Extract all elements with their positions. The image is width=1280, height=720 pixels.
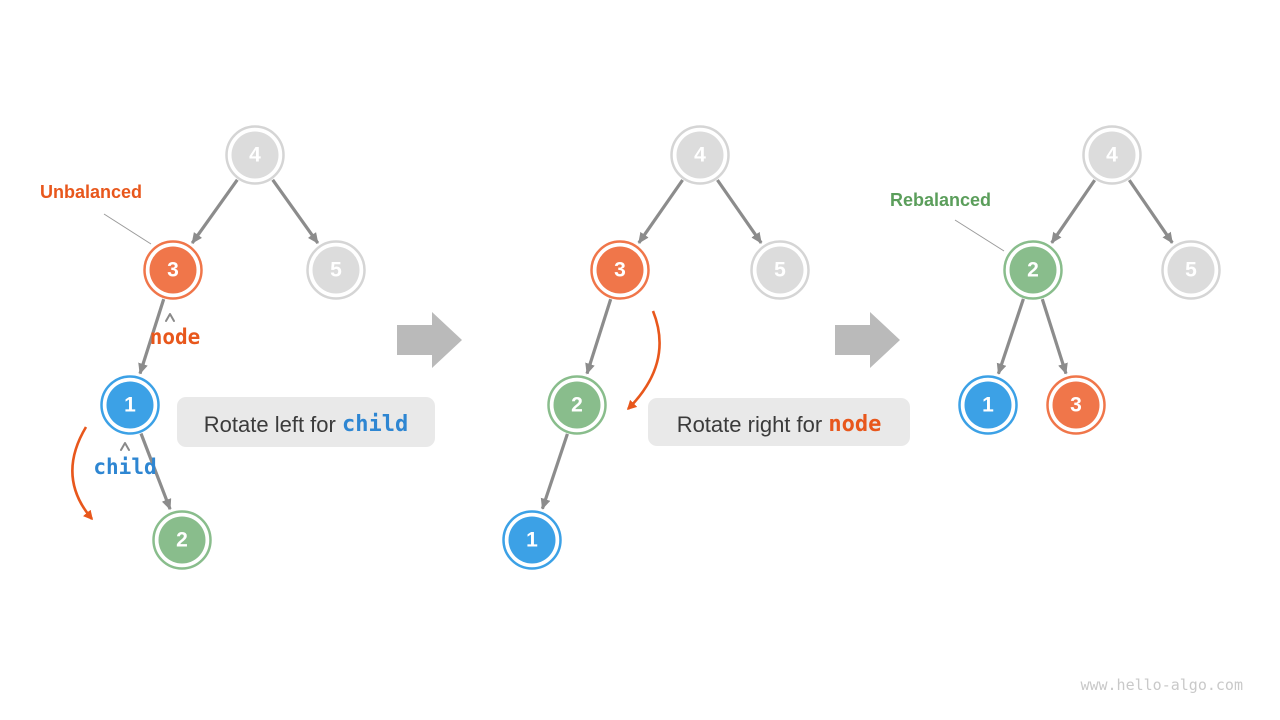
- caption-text: Rotate left for child: [204, 412, 408, 437]
- node-value: 5: [774, 259, 786, 282]
- tree1-node-1: 1: [100, 375, 160, 435]
- caption-box: [177, 397, 435, 447]
- node-circle-fill: [1009, 246, 1057, 294]
- tree2-edge-2-1: [540, 433, 569, 510]
- tree3-edge-4-5: [1127, 179, 1174, 244]
- step-arrow-icon: [397, 312, 462, 368]
- tree3-node-2: 2: [1003, 240, 1063, 300]
- tree1-node-4: 4: [225, 125, 285, 185]
- tree2-node-1: 1: [502, 510, 562, 570]
- leader-line-unbalanced: [103, 213, 152, 245]
- step-arrow-icon: [835, 312, 900, 368]
- node-circle-fill: [106, 381, 154, 429]
- node-value: 3: [167, 259, 179, 282]
- tree2-node-5: 5: [750, 240, 810, 300]
- node-value: 5: [1185, 259, 1197, 282]
- node-value: 3: [614, 259, 626, 282]
- node-value: 1: [982, 394, 994, 417]
- caption-prefix: Rotate left for: [204, 412, 342, 437]
- caption-rotate-right: Rotate right for node: [648, 398, 910, 446]
- node-circle-fill: [756, 246, 804, 294]
- tree1-edge-3-1: [138, 298, 166, 375]
- node-value: 1: [124, 394, 136, 417]
- node-circle-fill: [508, 516, 556, 564]
- caption-rotate-left: Rotate left for child: [177, 397, 435, 447]
- tree1-edge-4-5: [271, 178, 320, 245]
- tree1-edge-4-3: [190, 178, 239, 245]
- leader-line-rebalanced: [954, 219, 1005, 252]
- tree1-node-5: 5: [306, 240, 366, 300]
- rotate-right-arrow-icon: [626, 310, 661, 411]
- tree-1-unbalanced: 4 3 5 1 2 Unbalanced node child: [40, 125, 366, 570]
- node-value: 4: [1106, 144, 1118, 167]
- tree3-edge-2-1: [996, 298, 1025, 375]
- tree-2-after-left-rotation: 4 3 5 2 1: [502, 125, 810, 570]
- tree2-node-2: 2: [547, 375, 607, 435]
- node-circle-fill: [1167, 246, 1215, 294]
- tree3-node-3: 3: [1046, 375, 1106, 435]
- caption-keyword: node: [828, 412, 881, 437]
- tree1-node-2: 2: [152, 510, 212, 570]
- node-circle-fill: [1052, 381, 1100, 429]
- tree2-edge-3-2: [585, 298, 613, 375]
- node-circle-fill: [596, 246, 644, 294]
- node-value: 2: [176, 529, 188, 552]
- node-circle-fill: [1088, 131, 1136, 179]
- node-value: 4: [694, 144, 706, 167]
- node-circle-fill: [553, 381, 601, 429]
- node-value: 5: [330, 259, 342, 282]
- tree3-node-4: 4: [1082, 125, 1142, 185]
- caption-keyword: child: [342, 412, 408, 437]
- tree1-edge-1-2: [139, 432, 172, 511]
- tree-3-rebalanced: 4 2 5 1 3 Rebalanced: [890, 125, 1221, 435]
- node-circle-fill: [964, 381, 1012, 429]
- watermark: www.hello-algo.com: [1080, 676, 1243, 694]
- node-value: 2: [1027, 259, 1039, 282]
- node-circle-fill: [158, 516, 206, 564]
- child-pointer-label: child: [93, 455, 156, 479]
- tree2-node-4: 4: [670, 125, 730, 185]
- node-circle-fill: [676, 131, 724, 179]
- tree3-node-5: 5: [1161, 240, 1221, 300]
- tree3-edge-2-3: [1040, 298, 1068, 375]
- unbalanced-label: Unbalanced: [40, 182, 142, 202]
- node-circle-fill: [149, 246, 197, 294]
- caret-up-icon: [165, 313, 175, 322]
- caption-text: Rotate right for node: [677, 412, 882, 437]
- node-circle-fill: [231, 131, 279, 179]
- tree3-node-1: 1: [958, 375, 1018, 435]
- caption-box: [648, 398, 910, 446]
- node-value: 1: [526, 529, 538, 552]
- rebalanced-label: Rebalanced: [890, 190, 991, 210]
- caret-up-icon: [120, 442, 130, 451]
- tree2-edge-4-3: [637, 179, 684, 244]
- node-value: 3: [1070, 394, 1082, 417]
- tree2-node-3: 3: [590, 240, 650, 300]
- caption-prefix: Rotate right for: [677, 412, 829, 437]
- node-value: 4: [249, 144, 261, 167]
- node-circle-fill: [312, 246, 360, 294]
- tree1-node-3: 3: [143, 240, 203, 300]
- tree3-edge-4-2: [1050, 179, 1097, 244]
- tree2-edge-4-5: [716, 179, 763, 244]
- node-pointer-label: node: [150, 325, 201, 349]
- rotate-left-arrow-icon: [71, 426, 93, 521]
- node-value: 2: [571, 394, 583, 417]
